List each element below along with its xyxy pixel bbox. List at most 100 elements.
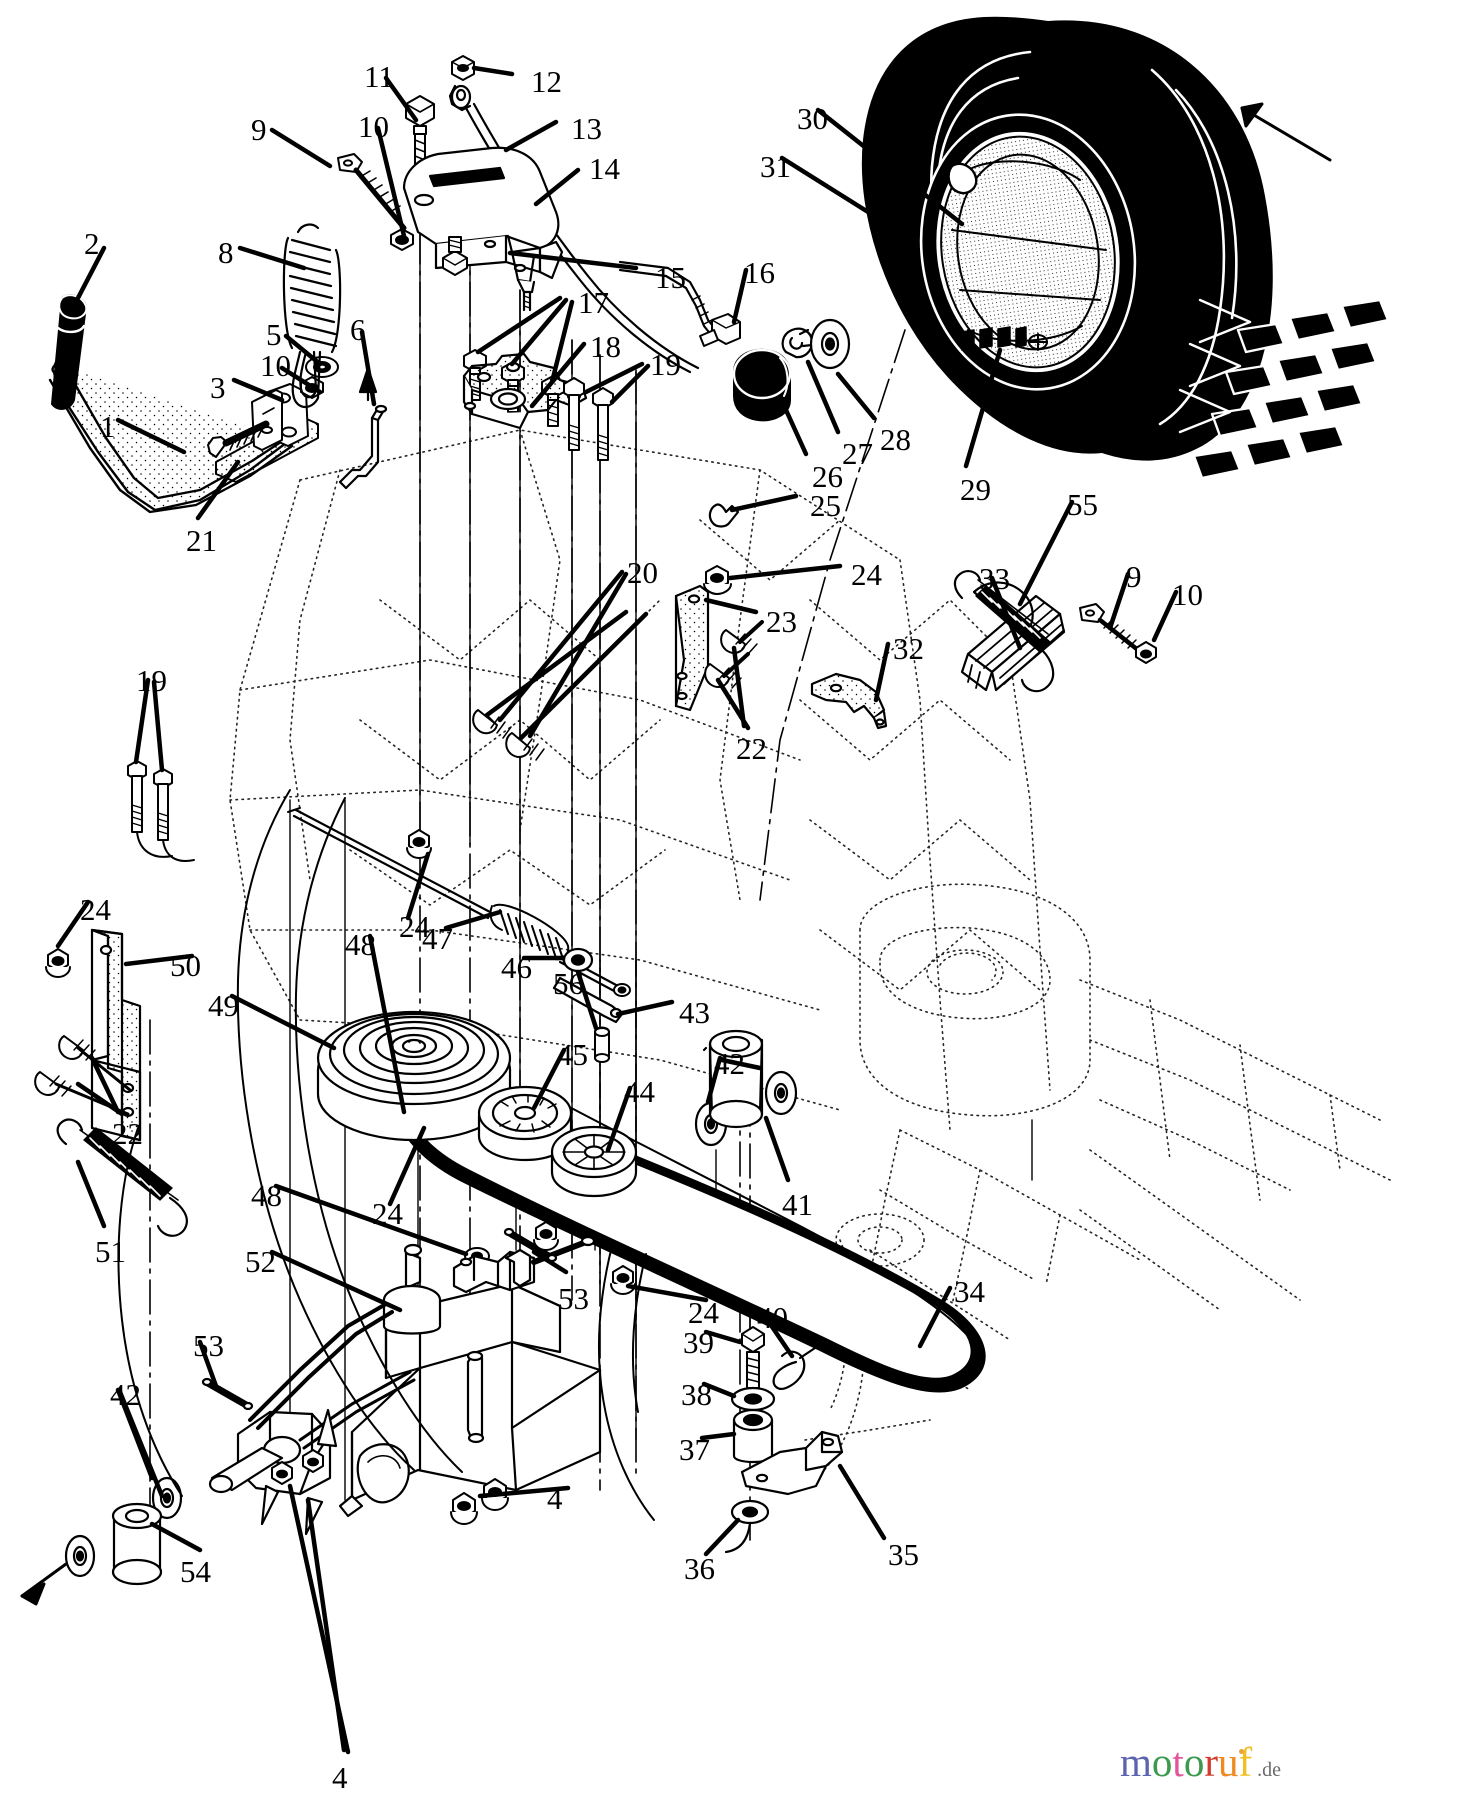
callout-number-5: 5 xyxy=(266,317,282,352)
part-53-roll-pins xyxy=(201,1227,558,1411)
part-52-transaxle xyxy=(208,1235,602,1536)
callout-number-24: 24 xyxy=(372,1196,403,1231)
logo-letter-o-1: o xyxy=(1151,1739,1173,1785)
callout-number-8: 8 xyxy=(218,235,234,270)
part-24-flange-nut-c xyxy=(533,1221,559,1251)
callout-number-51: 51 xyxy=(95,1234,126,1269)
callout-number-41: 41 xyxy=(782,1187,813,1222)
callout-number-40: 40 xyxy=(757,1300,788,1335)
callout-number-54: 54 xyxy=(180,1554,211,1589)
callout-number-21: 21 xyxy=(186,523,217,558)
part-24-flange-nut-b xyxy=(406,829,432,859)
callout-number-24: 24 xyxy=(399,909,430,944)
callout-number-11: 11 xyxy=(364,59,394,94)
part-39-hex-bolt-lower xyxy=(741,1326,765,1389)
part-15-control-rod xyxy=(618,260,718,338)
callout-number-28: 28 xyxy=(880,422,911,457)
part-4-flange-nuts xyxy=(271,1449,509,1525)
callout-number-24: 24 xyxy=(80,892,111,927)
callout-number-44: 44 xyxy=(624,1074,655,1109)
callout-number-18: 18 xyxy=(590,329,621,364)
callout-number-36: 36 xyxy=(684,1551,715,1586)
callout-number-15: 15 xyxy=(655,260,686,295)
callout-number-22: 22 xyxy=(112,1116,143,1151)
callout-number-35: 35 xyxy=(888,1537,919,1572)
callout-number-46: 46 xyxy=(501,950,532,985)
part-24-flange-nut-a xyxy=(703,565,732,595)
callout-number-31: 31 xyxy=(760,149,791,184)
callout-number-9: 9 xyxy=(251,112,267,147)
part-42-54-axle-bushings xyxy=(20,1476,183,1606)
callout-number-39: 39 xyxy=(683,1325,714,1360)
callout-number-24: 24 xyxy=(851,557,882,592)
part-37-spacer-bushing xyxy=(732,1408,774,1464)
logo-letter-o-3: o xyxy=(1183,1739,1205,1785)
part-19-long-bolts-lower xyxy=(127,760,195,862)
callout-number-56: 56 xyxy=(553,966,584,1001)
callout-number-4: 4 xyxy=(547,1481,563,1516)
callout-number-37: 37 xyxy=(679,1432,710,1467)
part-56-cotter-pin xyxy=(594,1026,610,1063)
callout-number-48: 48 xyxy=(251,1178,282,1213)
part-35-belt-keeper-bracket xyxy=(740,1430,844,1496)
callout-number-4: 4 xyxy=(332,1760,348,1795)
leader-lines xyxy=(55,65,1179,1755)
callout-number-38: 38 xyxy=(681,1377,712,1412)
part-24-flange-nut-left xyxy=(45,948,71,978)
callout-number-48: 48 xyxy=(345,927,376,962)
part-47-idler-spring xyxy=(287,807,631,997)
callout-number-20: 20 xyxy=(627,555,658,590)
callout-number-55: 55 xyxy=(1067,487,1098,522)
part-49-variable-speed-pulley xyxy=(316,1010,512,1142)
part-44-flat-idler-pulley xyxy=(550,1125,638,1198)
part-5-washer xyxy=(305,356,339,378)
callout-number-10: 10 xyxy=(1172,577,1203,612)
part-10-hex-nut-right xyxy=(1135,641,1157,664)
callout-number-17: 17 xyxy=(578,285,609,320)
logo-letter-r-4: r xyxy=(1204,1739,1218,1785)
callout-number-19: 19 xyxy=(650,347,681,382)
part-38-washer-lower xyxy=(730,1386,776,1412)
part-45-v-idler-pulley xyxy=(477,1085,573,1162)
callout-number-6: 6 xyxy=(350,312,366,347)
part-9-anchor-rod xyxy=(337,153,407,231)
logo-letter-f-6: f xyxy=(1238,1739,1253,1785)
callout-number-50: 50 xyxy=(170,948,201,983)
callout-number-12: 12 xyxy=(531,64,562,99)
logo-letter-u-5: u xyxy=(1217,1739,1239,1785)
callout-number-43: 43 xyxy=(679,995,710,1030)
logo-letter-t-2: t xyxy=(1172,1739,1184,1785)
callout-number-13: 13 xyxy=(571,111,602,146)
part-24-flange-nut-d xyxy=(610,1265,636,1295)
callout-number-27: 27 xyxy=(842,436,873,471)
callout-number-24: 24 xyxy=(688,1295,719,1330)
callout-number-23: 23 xyxy=(766,604,797,639)
part-55-brake-spring xyxy=(953,570,1055,693)
callout-number-32: 32 xyxy=(893,631,924,666)
part-9-anchor-rod-right xyxy=(1079,603,1141,653)
part-32-brake-pawl xyxy=(810,672,888,730)
part-19-long-bolts-upper xyxy=(563,377,614,461)
part-14-shift-bracket xyxy=(402,146,564,312)
callout-number-42: 42 xyxy=(110,1377,141,1412)
part-23-mounting-strap xyxy=(674,584,710,712)
part-2-rod-grip xyxy=(51,294,88,410)
callout-number-25: 25 xyxy=(810,488,841,523)
callout-number-14: 14 xyxy=(589,151,620,186)
callout-number-30: 30 xyxy=(797,101,828,136)
part-42-washers-right xyxy=(694,1029,798,1147)
logo-tld: .de xyxy=(1257,1759,1282,1781)
callout-number-53: 53 xyxy=(558,1281,589,1316)
callout-number-45: 45 xyxy=(557,1037,588,1072)
callout-number-10: 10 xyxy=(358,109,389,144)
callout-number-26: 26 xyxy=(812,459,843,494)
callout-number-3: 3 xyxy=(210,370,226,405)
part-12-locknut xyxy=(451,55,475,81)
callout-number-49: 49 xyxy=(208,988,239,1023)
callout-number-2: 2 xyxy=(84,226,100,261)
part-28-thrust-washer xyxy=(809,318,851,370)
callout-number-29: 29 xyxy=(960,472,991,507)
logo-accent-dot-icon xyxy=(1239,1749,1245,1754)
logo-letter-m-0: m xyxy=(1120,1739,1152,1785)
part-31-tire-and-wheel xyxy=(861,16,1390,480)
